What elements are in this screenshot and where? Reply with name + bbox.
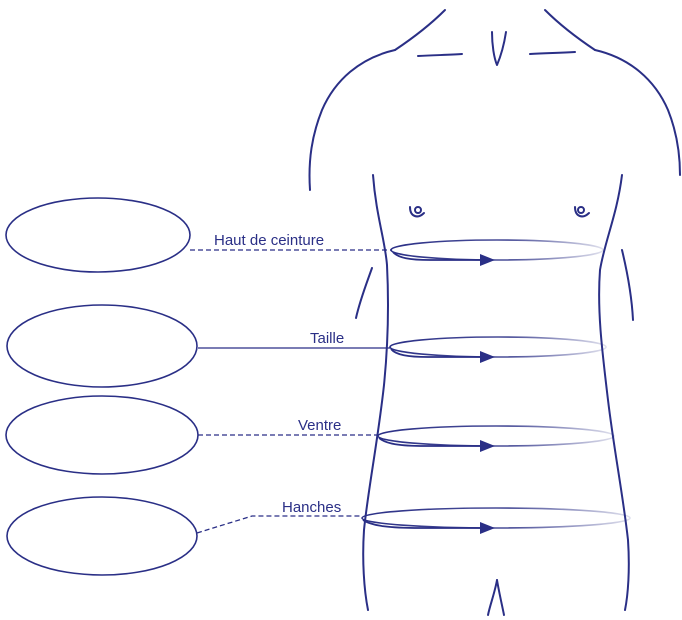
measurement-ring-taille — [390, 337, 606, 363]
torso-outline-icon — [310, 10, 681, 615]
measurement-ring-ventre — [378, 426, 614, 452]
label-taille: Taille — [310, 330, 344, 347]
arrow-right-icon — [480, 440, 495, 452]
label-hanches: Hanches — [282, 499, 341, 516]
arrow-right-icon — [480, 254, 495, 266]
label-haut-de-ceinture: Haut de ceinture — [214, 232, 324, 249]
measurement-ring-hanches — [362, 508, 630, 534]
arrow-right-icon — [480, 522, 495, 534]
hanches-field[interactable] — [7, 497, 197, 575]
arrow-right-icon — [480, 351, 495, 363]
leader-line-hanches — [197, 516, 362, 533]
measurement-ring-haut-de-ceinture — [391, 240, 603, 266]
label-ventre: Ventre — [298, 417, 341, 434]
taille-field[interactable] — [7, 305, 197, 387]
haut-de-ceinture-field[interactable] — [6, 198, 190, 272]
ventre-field[interactable] — [6, 396, 198, 474]
